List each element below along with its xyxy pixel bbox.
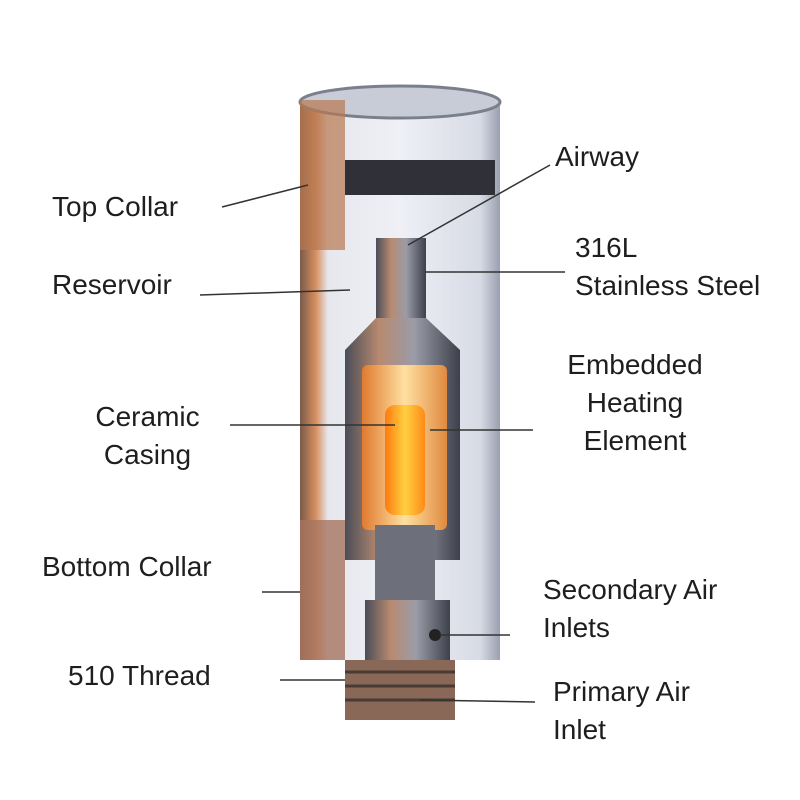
- label-primary-line1: Primary Air: [553, 676, 690, 707]
- label-ceramic-line1: Ceramic: [95, 401, 200, 432]
- label-secondary-air-inlets: Secondary Air Inlets: [543, 571, 717, 647]
- label-ceramic-line2: Casing: [103, 439, 192, 470]
- airway-assembly: [345, 238, 460, 720]
- label-heating-element: Embedded Heating Element: [550, 346, 720, 460]
- label-primary-line2: Inlet: [553, 714, 606, 745]
- label-510-thread: 510 Thread: [68, 660, 211, 691]
- label-secondary-line2: Inlets: [543, 612, 610, 643]
- label-steel: 316L Stainless Steel: [575, 229, 760, 305]
- label-ceramic-casing: Ceramic Casing: [80, 398, 215, 474]
- label-reservoir: Reservoir: [52, 269, 172, 300]
- label-heating-line3: Element: [583, 425, 687, 456]
- label-bottom-collar: Bottom Collar: [42, 551, 212, 582]
- label-secondary-line1: Secondary Air: [543, 574, 718, 605]
- label-top-collar: Top Collar: [52, 191, 179, 222]
- label-steel-line1: 316L: [575, 232, 638, 263]
- label-primary-air-inlet: Primary Air Inlet: [553, 673, 690, 749]
- label-steel-line2: Stainless Steel: [575, 270, 761, 301]
- leader-lines: [199, 164, 565, 703]
- label-heating-line1: Embedded: [567, 349, 703, 380]
- label-heating-line2: Heating: [586, 387, 684, 418]
- label-airway: Airway: [555, 141, 640, 172]
